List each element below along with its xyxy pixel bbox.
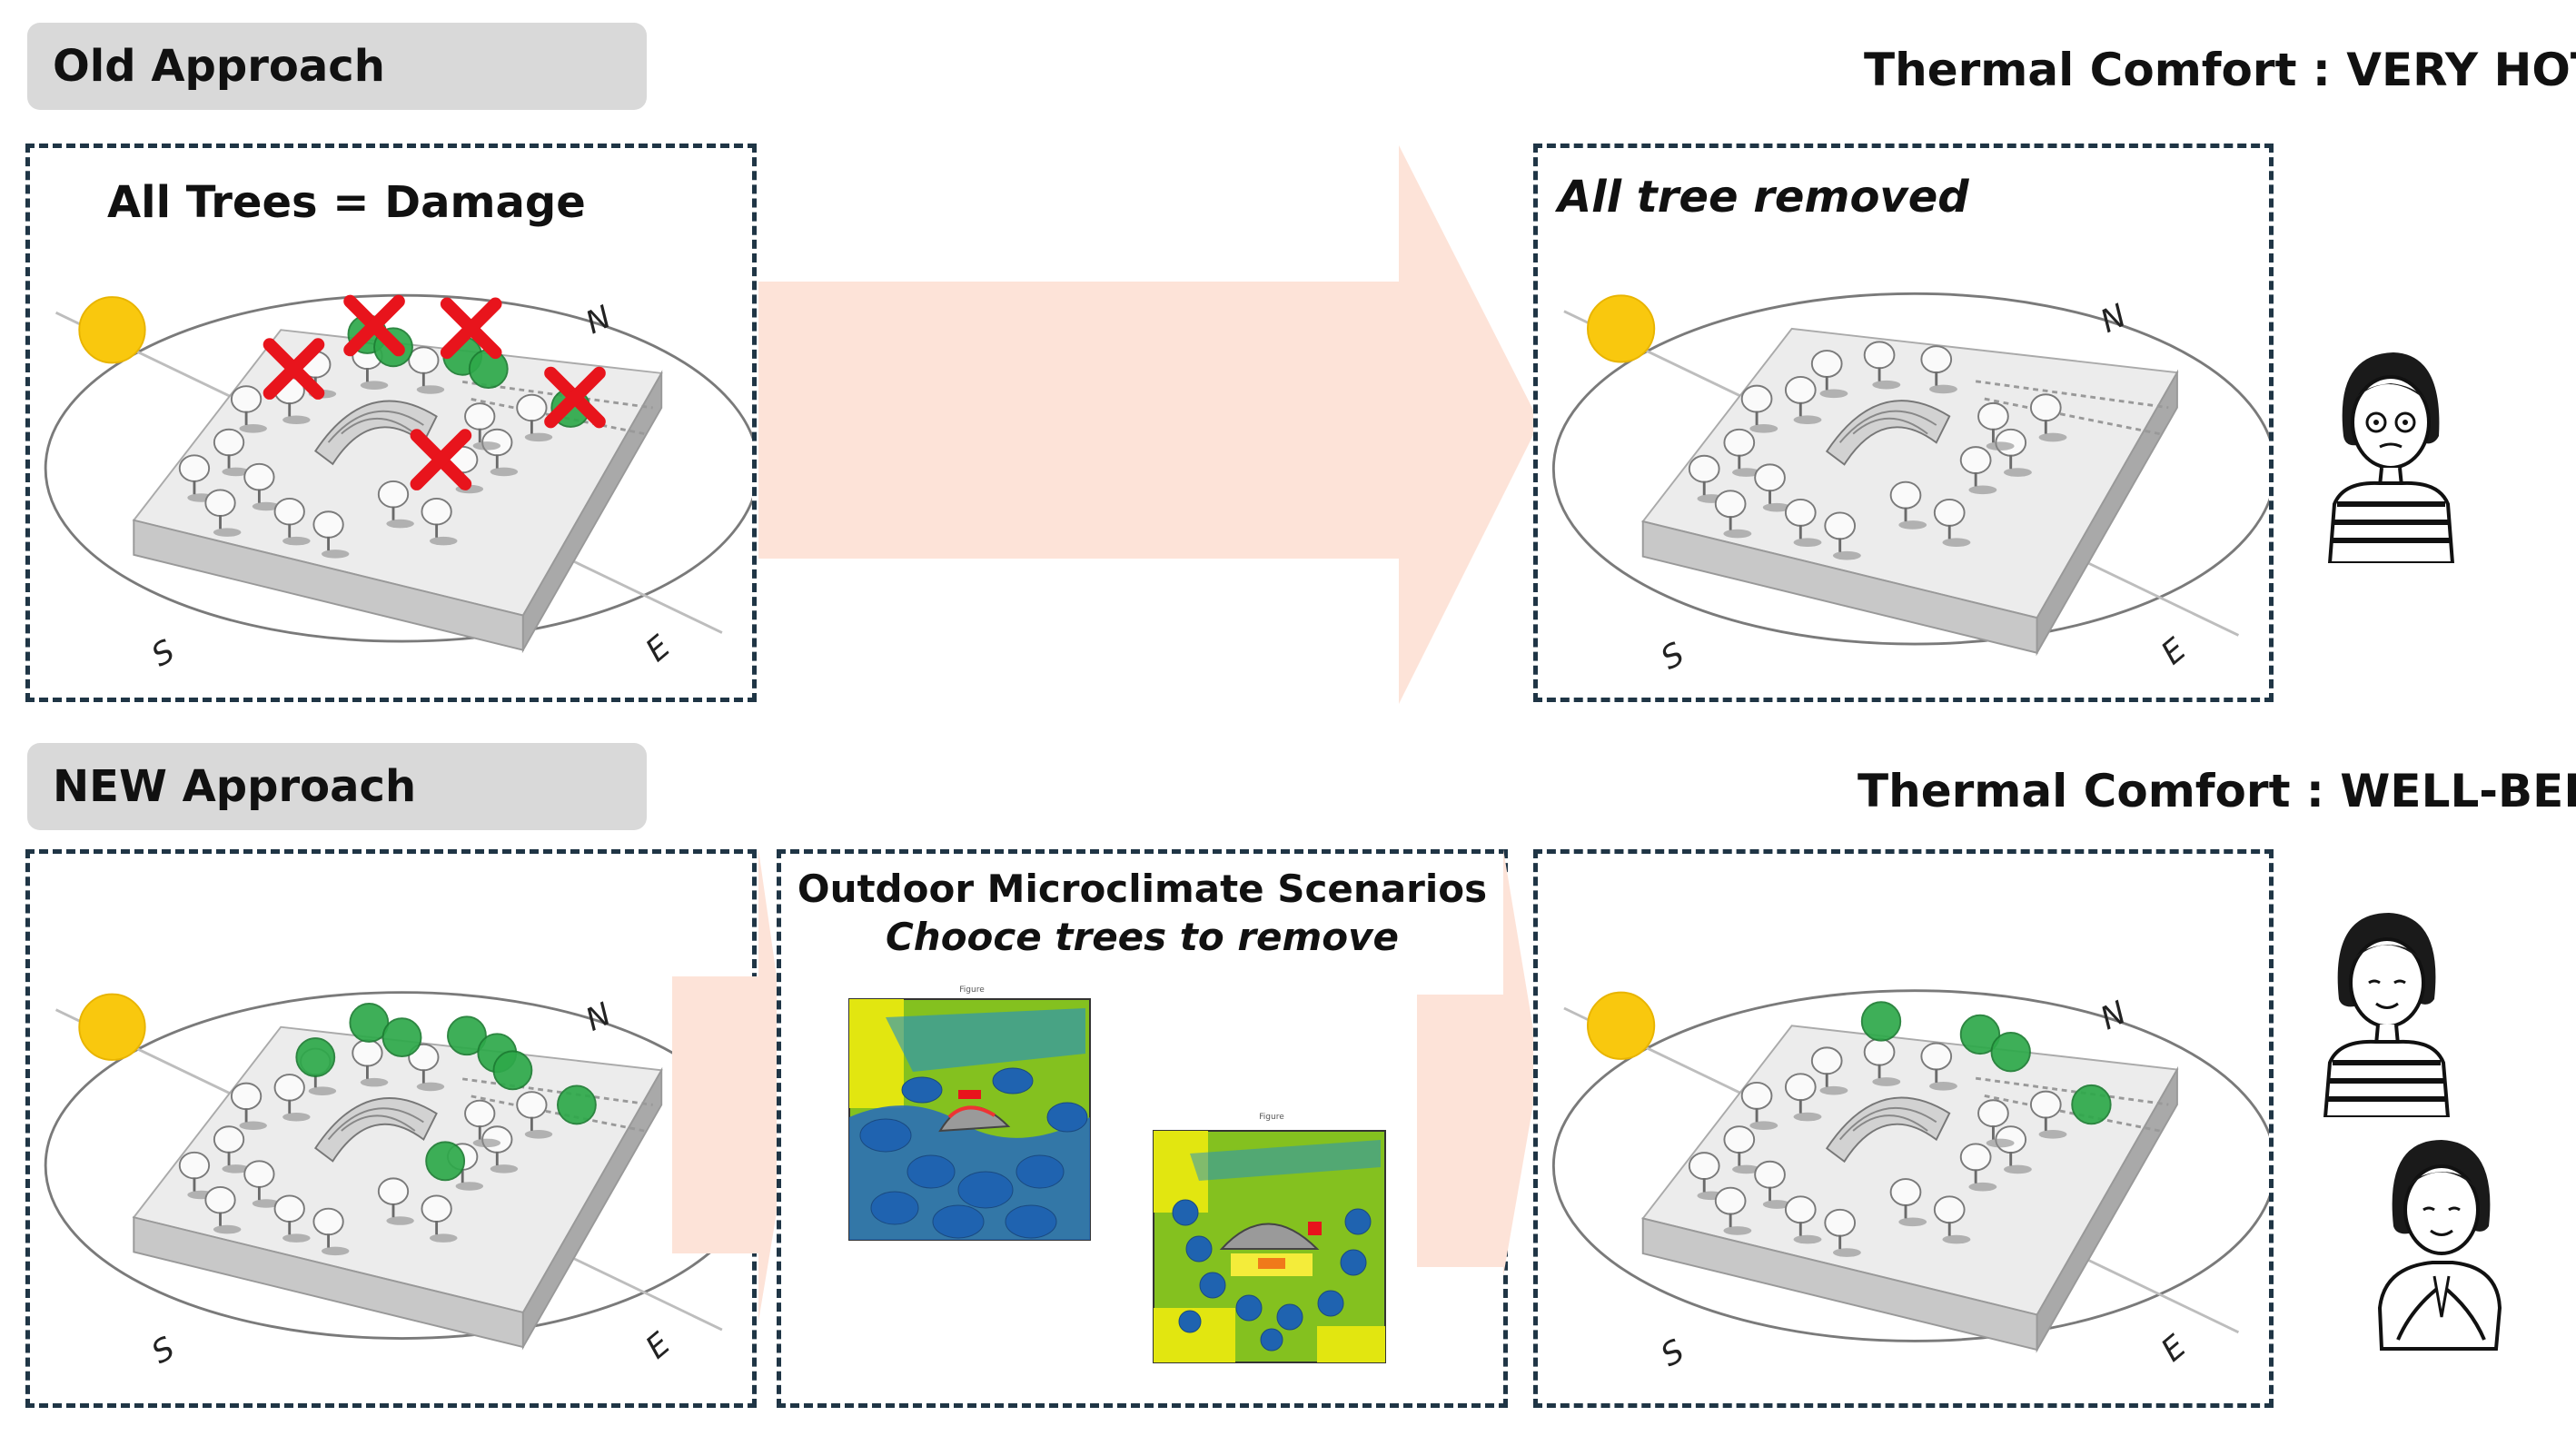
svg-text:Figure: Figure [1259,1113,1284,1122]
new-approach-label-text: NEW Approach [53,761,417,812]
process-arrow-small-2 [1417,849,1540,1276]
person-grateful-icon [2377,1140,2502,1351]
new-approach-label: NEW Approach [27,743,647,830]
new-right-panel [1533,849,2274,1408]
microclimate-subtitle: Chooce trees to remove [885,915,1400,959]
process-arrow-large [758,145,1540,704]
new-site-scene [30,854,757,1408]
new-site-scene-selected [1538,854,2274,1408]
sun-icon [1586,991,1656,1060]
sun-icon [78,993,146,1061]
old-right-panel-title: All tree removed [1558,172,1969,223]
old-approach-label: Old Approach [27,23,647,110]
microclimate-map-1: Figure [831,981,1113,1272]
old-right-panel: All tree removed [1533,144,2274,702]
person-hot-icon [2327,352,2455,563]
old-left-panel: All Trees = Damage [25,144,757,702]
old-thermal-comfort: Thermal Comfort : VERY HOT [1864,44,2576,96]
svg-text:Figure: Figure [959,985,985,995]
microclimate-panel: Outdoor Microclimate Scenarios Chooce tr… [777,849,1508,1408]
microclimate-map-2: Figure [1135,1099,1408,1394]
sun-icon [78,296,146,364]
process-arrow-small-1 [672,849,795,1322]
old-site-scene-cleared [1538,148,2274,702]
sun-icon [1586,294,1656,363]
person-content-icon [2323,913,2451,1117]
old-site-scene [30,148,757,702]
old-left-panel-title: All Trees = Damage [107,177,586,228]
old-approach-label-text: Old Approach [53,41,385,92]
new-thermal-comfort: Thermal Comfort : WELL-BEING [1858,765,2576,817]
new-left-panel [25,849,757,1408]
microclimate-title: Outdoor Microclimate Scenarios [797,867,1488,911]
